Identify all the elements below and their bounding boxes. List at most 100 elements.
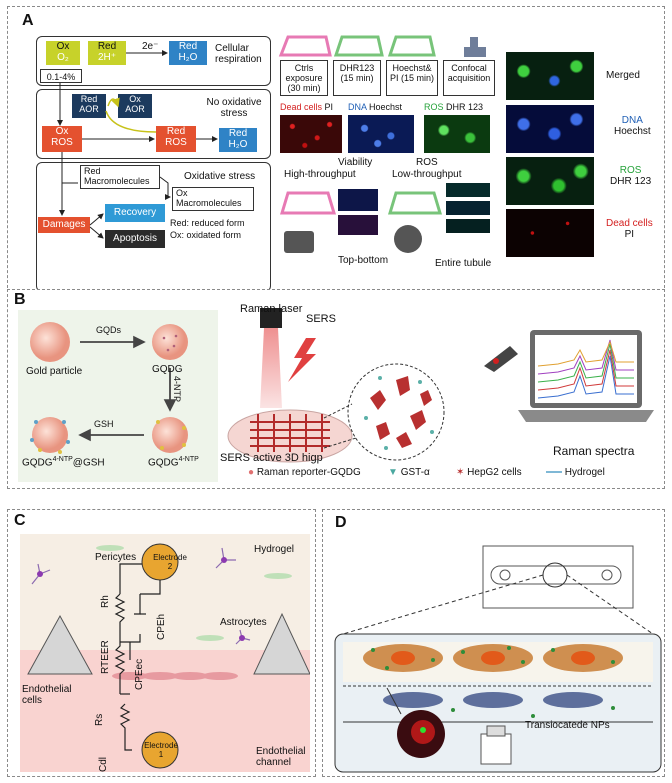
no-stress-box xyxy=(36,89,271,159)
no-stress-title: No oxidative stress xyxy=(206,97,262,119)
micro-ros-line1: ROS xyxy=(619,165,642,176)
percent-chip: 0.1-4% xyxy=(40,69,82,83)
micro-dna-line1: DNA xyxy=(621,115,643,126)
legend-ox: Ox: oxidated form xyxy=(170,230,242,240)
panel-b-label: B xyxy=(14,291,26,308)
endo-channel-line2: channel xyxy=(256,757,292,768)
protocol-tubes xyxy=(278,35,486,57)
panel-a-arrows xyxy=(57,50,218,239)
red-ros-chip: Red ROS xyxy=(156,126,196,152)
circuit xyxy=(27,543,310,769)
red-text: Red xyxy=(97,41,117,52)
stain-dna: DNA Hoechst xyxy=(348,102,403,113)
chip-illustration xyxy=(334,545,662,773)
two-e-label: 2e⁻ xyxy=(142,41,159,52)
legend-hydrogel-line xyxy=(546,471,562,474)
panel-c-label: C xyxy=(14,512,26,529)
red-h2o-chip: Red H₂O xyxy=(169,41,207,65)
low-throughput-label: Low-throughput xyxy=(392,169,462,180)
stress-title: Oxidative stress xyxy=(184,171,256,182)
gqdg-label: GQDG xyxy=(152,364,183,375)
legend-gst-text: GST-α xyxy=(400,467,430,478)
panel-b: B Gold particle GQDs GQDG 4-NTP GQDG4-NT… xyxy=(7,289,665,489)
panel-a-label: A xyxy=(22,12,34,29)
apoptosis-chip: Apoptosis xyxy=(105,230,165,248)
red-h2o-text-2: Red xyxy=(228,128,248,139)
red-h2o-text: Red xyxy=(178,41,198,52)
panel-c: C Hydrogel Pericytes Electrode 2 xyxy=(7,509,316,777)
red-aor-text: Red xyxy=(80,94,98,104)
legend-gst-icon: ▼ xyxy=(388,467,398,478)
transiocatede-nps-label: Transiocatede NPs xyxy=(525,720,610,731)
ntp-label: 4-NTP xyxy=(172,376,182,403)
o2-text: O₂ xyxy=(57,52,69,63)
sers-label: SERS xyxy=(306,313,336,325)
gsh-label: GSH xyxy=(94,419,114,429)
stain-dna-dye: Hoechst xyxy=(369,102,403,112)
legend-hydrogel-text: Hydrogel xyxy=(564,467,605,478)
red-2h-chip: Red 2H⁺ xyxy=(88,41,126,65)
gqds-label: GQDs xyxy=(96,325,122,335)
thumb-dna xyxy=(348,115,414,153)
step-hoechst: Hoechst& PI (15 min) xyxy=(386,60,438,96)
aor1-text: AOR xyxy=(79,104,99,114)
red-aor-chip: Red AOR xyxy=(72,94,106,118)
legend-raman-text: Raman reporter-GQDG xyxy=(256,467,361,478)
gold-particle-label: Gold particle xyxy=(26,366,83,377)
damages-chip: Damages xyxy=(38,217,90,233)
cpeh-label: CPEh xyxy=(156,613,167,640)
legend-hydrogel: Hydrogel xyxy=(546,467,605,478)
stain-dna-name: DNA xyxy=(348,102,367,112)
legend-hepg2: ✶ HepG2 cells xyxy=(456,467,522,478)
micro-dna-line2: Hoechst xyxy=(614,126,651,137)
rh-label: Rh xyxy=(100,595,111,608)
synthesis-graphics xyxy=(30,322,188,454)
ox-aor-text: Ox xyxy=(129,94,141,104)
cpeec-label: CPEec xyxy=(134,658,145,690)
micro-ros xyxy=(506,157,594,205)
micro-ros-label: ROS DHR 123 xyxy=(610,165,651,187)
pericytes-label: Pericytes xyxy=(95,552,137,563)
electrode1-line1: Electrode xyxy=(144,741,178,750)
stain-ros-name: ROS xyxy=(424,102,444,112)
gqdg-ntp-gsh-tail: @GSH xyxy=(72,457,105,469)
h2o-text-2: H₂O xyxy=(228,139,248,150)
micro-merged xyxy=(506,52,594,100)
step-ctrls: Ctrls exposure (30 min) xyxy=(280,60,328,96)
hydrogel-label: Hydrogel xyxy=(254,544,295,555)
ox-ros-text: Ox xyxy=(55,126,69,137)
stain-dead-name: Dead cells xyxy=(280,102,323,112)
ros2-text: ROS xyxy=(165,137,187,148)
gqdg-ntp-base: GQDG xyxy=(148,457,179,469)
raman-spectra-label: Raman spectra xyxy=(553,444,635,458)
ox-aor-chip: Ox AOR xyxy=(118,94,152,118)
ros-label: ROS xyxy=(416,157,438,168)
ros1-text: ROS xyxy=(51,137,73,148)
electrode2-label: Electrode 2 xyxy=(148,553,192,572)
micro-dead-line2: PI xyxy=(624,229,635,240)
red-macro-chip: Red Macromolecules xyxy=(80,165,160,189)
panel-d-label: D xyxy=(335,514,347,531)
ox-macro-chip: Ox Macromolecules xyxy=(172,187,254,211)
raman-laser-label: Raman laser xyxy=(240,303,303,315)
viability-label: Viability xyxy=(338,157,373,168)
legend-hepg2-icon: ✶ xyxy=(456,467,465,478)
panel-a: A Ox O₂ Red 2H⁺ 2e⁻ Red H₂O Cellular res… xyxy=(7,6,665,298)
aor2-text: AOR xyxy=(125,104,145,114)
ox-o2-chip: Ox O₂ xyxy=(46,41,80,65)
thumb-dead xyxy=(280,115,342,153)
h2o-text: H₂O xyxy=(178,52,198,63)
gqdg-ntp-gsh-sup: 4-NTP xyxy=(52,456,73,463)
ox-text: Ox xyxy=(56,41,70,52)
endo-cells-line1: Endothelial xyxy=(22,684,72,695)
electrode1-label: Electrode 1 xyxy=(139,741,183,760)
electrode2-line1: Electrode xyxy=(153,553,187,562)
ox-ros-chip: Ox ROS xyxy=(42,126,82,152)
gqdg-ntp-gsh-label: GQDG4-NTP@GSH xyxy=(22,456,105,468)
legend-gst: ▼ GST-α xyxy=(388,467,430,478)
legend-red: Red: reduced form xyxy=(170,218,245,228)
electrode2-line2: 2 xyxy=(167,561,173,571)
stain-dead: Dead cells PI xyxy=(280,102,333,113)
endo-cells-label: Endothelial cells xyxy=(22,684,71,706)
respiration-box xyxy=(36,36,271,86)
